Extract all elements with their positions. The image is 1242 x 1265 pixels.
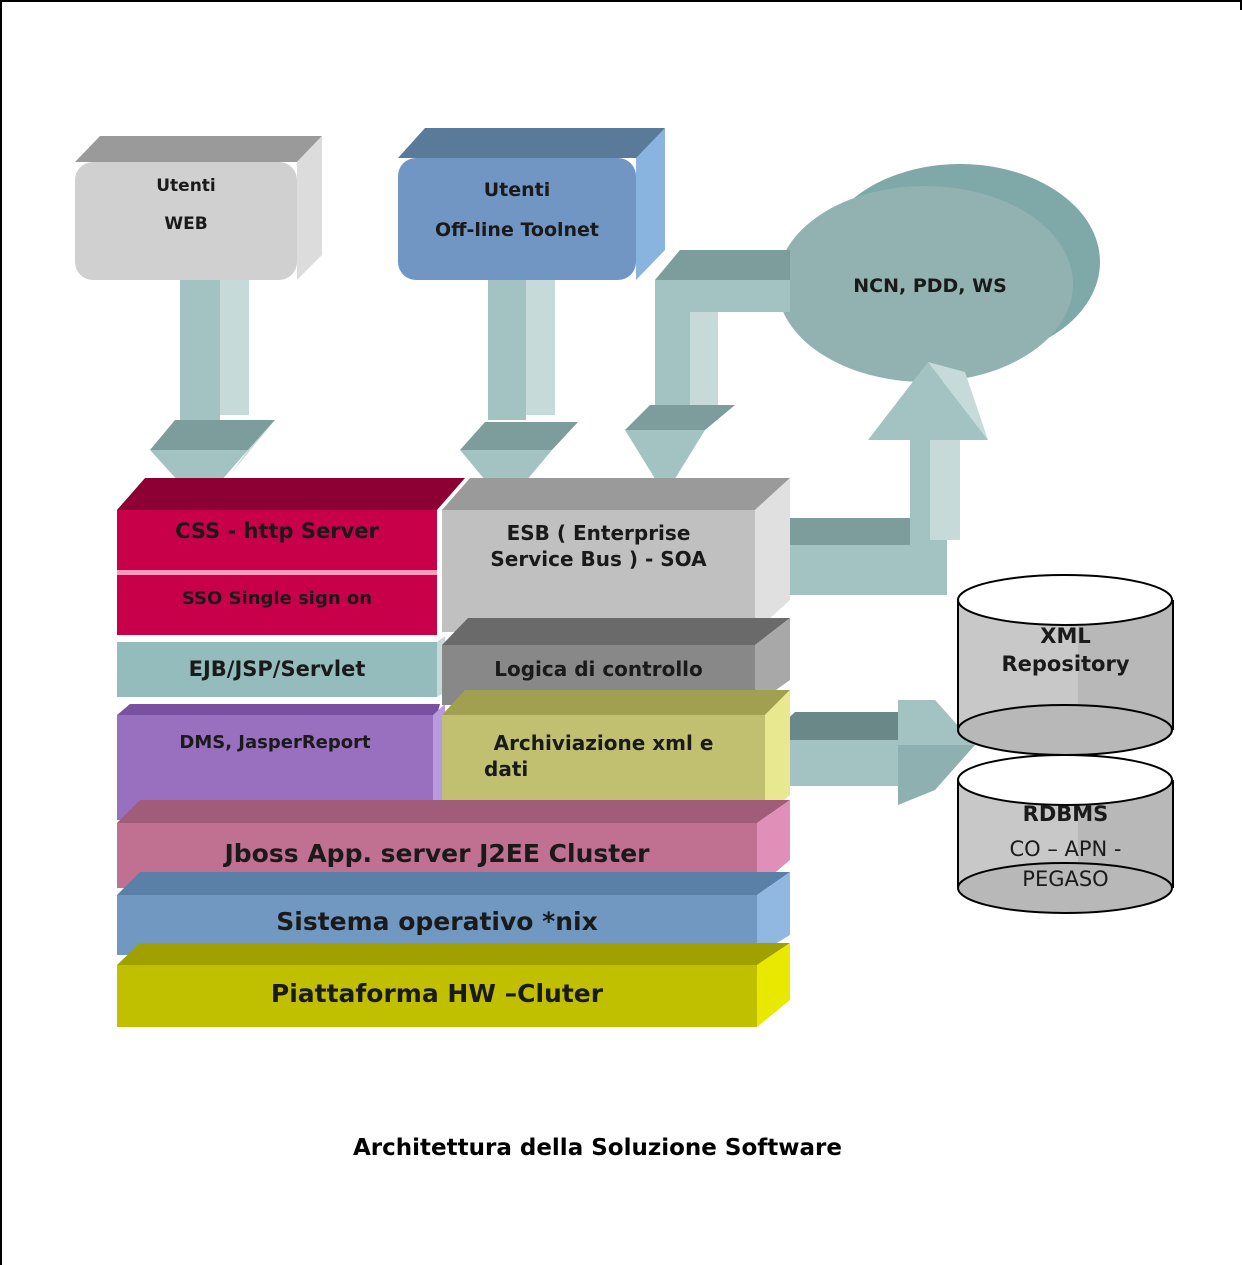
archive-line1: Archiviazione xml e	[493, 731, 714, 755]
xml-line1: XML	[1040, 624, 1091, 648]
hw-layer	[117, 943, 790, 1027]
ejb-text: EJB/JSP/Servlet	[188, 657, 366, 681]
dms-text: DMS, JasperReport	[179, 731, 371, 753]
ejb-layer	[117, 636, 445, 697]
css-label: CSS - http Server	[117, 510, 437, 552]
hw-label: Piattaforma HW –Cluter	[117, 972, 757, 1014]
esb-layer	[442, 478, 790, 632]
sso-text: SSO Single sign on	[181, 587, 373, 609]
external-services-disk	[777, 164, 1100, 382]
users-offline-box	[398, 128, 665, 280]
external-services-text: NCN, PDD, WS	[853, 275, 1007, 297]
rdbms-line1: CO – APN -	[1009, 837, 1122, 861]
offline-down-arrow	[460, 280, 578, 505]
esb-label: ESB ( Enterprise Service Bus ) - SOA	[442, 518, 755, 574]
jboss-label: Jboss App. server J2EE Cluster	[117, 832, 757, 874]
web-down-arrow	[150, 280, 275, 505]
logic-label: Logica di controllo	[442, 650, 755, 688]
xml-line2: Repository	[1001, 652, 1130, 676]
users-web-line2: WEB	[164, 214, 208, 234]
users-offline-label: Utenti Off-line Toolnet	[398, 172, 636, 248]
users-offline-line1: Utenti	[483, 179, 551, 201]
esb-line1: ESB ( Enterprise	[506, 521, 691, 545]
rdbms-title: RDBMS	[1022, 802, 1109, 826]
sso-layer	[117, 570, 437, 635]
ejb-label: EJB/JSP/Servlet	[117, 648, 437, 690]
rdbms-label: RDBMS CO – APN - PEGASO	[958, 793, 1173, 903]
users-web-line1: Utenti	[156, 176, 216, 196]
archive-to-storage-arrow	[765, 700, 975, 805]
ncn-to-esb-arrow	[625, 250, 790, 495]
logic-text: Logica di controllo	[494, 657, 703, 681]
css-text: CSS - http Server	[175, 519, 379, 543]
users-web-box	[75, 136, 322, 280]
archive-label: Archiviazione xml e dati	[442, 728, 765, 784]
css-layer	[117, 478, 465, 570]
rdbms-cylinder	[957, 754, 1174, 914]
os-label: Sistema operativo *nix	[117, 900, 757, 942]
diagram-caption: Architettura della Soluzione Software	[353, 1135, 842, 1161]
sso-label: SSO Single sign on	[117, 578, 437, 618]
rdbms-line2: PEGASO	[1022, 867, 1109, 891]
dms-label: DMS, JasperReport	[117, 722, 433, 762]
xml-repository-cylinder	[957, 574, 1174, 756]
external-services-label: NCN, PDD, WS	[800, 268, 1060, 304]
users-offline-line2: Off-line Toolnet	[434, 219, 600, 241]
xml-repository-label: XML Repository	[958, 622, 1173, 678]
os-text: Sistema operativo *nix	[276, 906, 598, 936]
jboss-text: Jboss App. server J2EE Cluster	[224, 838, 650, 868]
archive-line2: dati	[484, 757, 529, 781]
users-web-label: Utenti WEB	[75, 170, 297, 240]
hw-text: Piattaforma HW –Cluter	[270, 978, 604, 1008]
esb-line2: Service Bus ) - SOA	[490, 547, 707, 571]
